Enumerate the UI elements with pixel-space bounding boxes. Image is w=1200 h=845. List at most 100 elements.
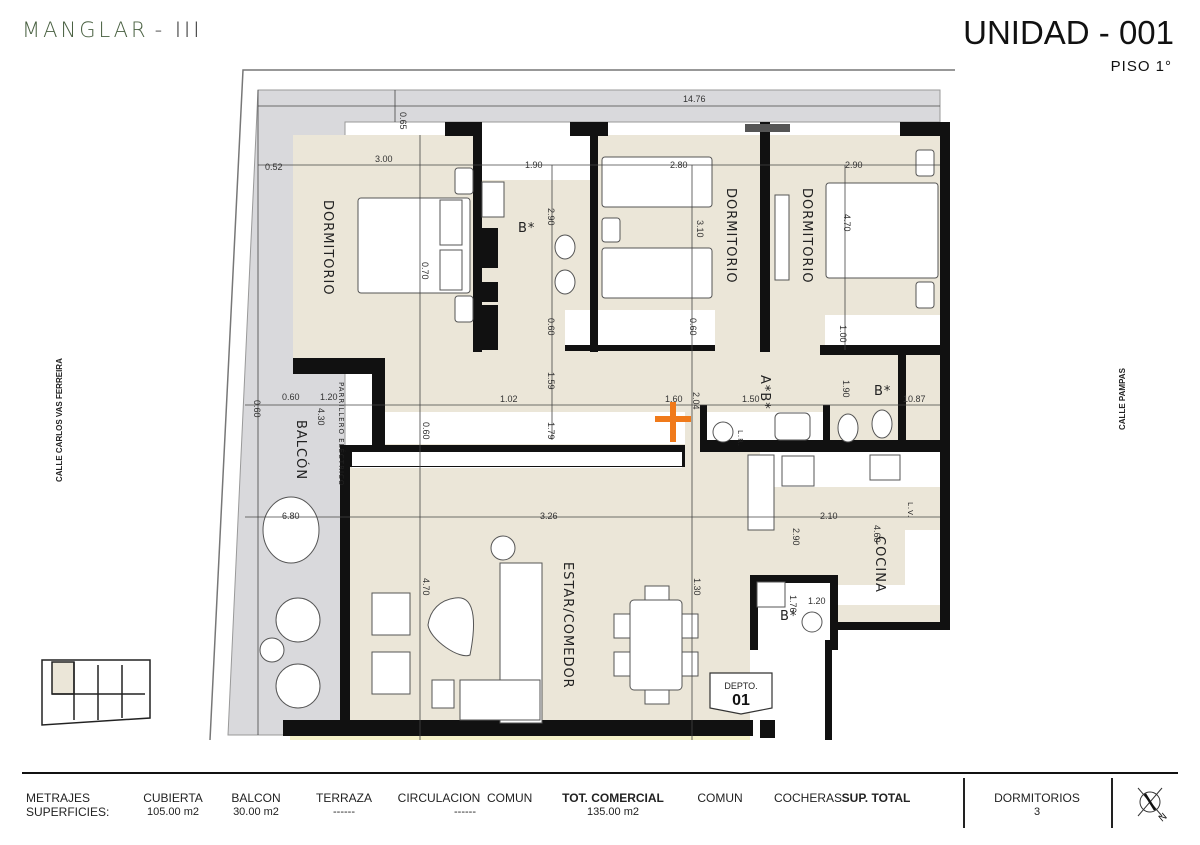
dim-label: 6.80 bbox=[282, 511, 300, 521]
laundry-label: L.R. bbox=[736, 430, 744, 447]
room-labels: DORMITORIO DORMITORIO DORMITORIO B* A*B*… bbox=[293, 188, 914, 689]
col-label: COMUN bbox=[697, 791, 743, 805]
dim-label: 2.90 bbox=[546, 208, 556, 226]
sink bbox=[481, 181, 505, 218]
dim-label: 2.90 bbox=[845, 160, 863, 170]
sink bbox=[774, 412, 811, 441]
dim-label: 1.60 bbox=[665, 394, 683, 404]
dim-label: 0.65 bbox=[398, 112, 408, 130]
room-label-dormitorio-2: DORMITORIO bbox=[723, 188, 738, 284]
toilet bbox=[712, 421, 734, 443]
col-label: CUBIERTA bbox=[143, 791, 203, 805]
dim-label: 1.50 bbox=[742, 394, 760, 404]
dim-label: 1.76 bbox=[788, 595, 798, 613]
room-label-dormitorio-3: DORMITORIO bbox=[799, 188, 814, 284]
room-label-dormitorio-1: DORMITORIO bbox=[320, 200, 335, 296]
grill-label: PARRILLERO ELÉCTRICO bbox=[337, 382, 346, 486]
toilet bbox=[801, 611, 823, 633]
footer-separator bbox=[1111, 778, 1113, 828]
dim-label: 1.02 bbox=[500, 394, 518, 404]
balcony-table bbox=[262, 496, 320, 564]
dim-label: 0.52 bbox=[265, 162, 283, 172]
toilet bbox=[554, 234, 576, 260]
col-label: DORMITORIOS bbox=[994, 791, 1080, 805]
col-circulacion: CIRCULACION COMUN------ bbox=[392, 791, 538, 819]
stove bbox=[781, 455, 815, 487]
armchair bbox=[371, 592, 411, 636]
kitchen-shelf bbox=[835, 585, 940, 605]
dimension-lines bbox=[245, 90, 940, 740]
dim-label: 4.70 bbox=[421, 578, 431, 596]
kitchen-island bbox=[747, 454, 775, 531]
street-right: CALLE PAMPAS bbox=[1118, 367, 1127, 430]
dim-label: 3.26 bbox=[540, 511, 558, 521]
brand-name: MANGLAR bbox=[22, 18, 149, 42]
col-comun: COMUN bbox=[690, 791, 750, 805]
bidet bbox=[554, 269, 576, 295]
key-plan-icon bbox=[41, 659, 151, 726]
col-value: ------ bbox=[333, 806, 355, 818]
nightstand bbox=[454, 167, 474, 195]
side-table bbox=[490, 535, 516, 561]
col-label: TOT. COMERCIAL bbox=[562, 791, 664, 805]
dim-label: 1.79 bbox=[546, 422, 556, 440]
dim-label: 2.04 bbox=[691, 392, 701, 410]
superficies-label: SUPERFICIES: bbox=[26, 805, 110, 819]
wardrobe bbox=[774, 194, 790, 281]
double-bed bbox=[825, 182, 939, 279]
room-label-kitchen: COCINA bbox=[872, 536, 887, 593]
footer-separator bbox=[963, 778, 965, 828]
floor-label: PISO 1° bbox=[1110, 58, 1172, 75]
dim-label: 1.20 bbox=[808, 596, 826, 606]
coffee-table bbox=[427, 597, 475, 657]
closet-area bbox=[475, 135, 595, 180]
dim-label: 0.70 bbox=[420, 262, 430, 280]
brand-logo: MANGLAR- III bbox=[22, 18, 202, 42]
fridge bbox=[905, 530, 940, 590]
dim-label: 2.90 bbox=[791, 528, 801, 546]
col-value: 3 bbox=[1033, 806, 1041, 818]
dim-label: 4.60 bbox=[872, 525, 882, 543]
col-cocheras: COCHERAS bbox=[770, 791, 846, 805]
dim-label: 1.00 bbox=[838, 325, 848, 343]
dim-label: 1.90 bbox=[525, 160, 543, 170]
room-label-bath: B* bbox=[518, 221, 535, 236]
dim-label: 1.59 bbox=[546, 372, 556, 390]
room-label-bath: B* bbox=[874, 384, 891, 399]
col-label: SUP. TOTAL bbox=[841, 791, 911, 805]
north-compass-icon: N bbox=[1137, 787, 1170, 824]
footer-row-labels: METRAJES SUPERFICIES: bbox=[26, 791, 109, 819]
dim-label: 1.90 bbox=[841, 380, 851, 398]
col-terraza: TERRAZA------ bbox=[312, 791, 376, 819]
kitchen-sink bbox=[869, 454, 901, 481]
compass-north-letter: N bbox=[1157, 811, 1170, 824]
dim-label: 4.30 bbox=[316, 408, 326, 426]
footer-divider bbox=[22, 772, 1178, 774]
col-label: COCHERAS bbox=[773, 791, 842, 805]
dim-label: 4.70 bbox=[842, 214, 852, 232]
room-label-bath: B* bbox=[780, 609, 797, 624]
dim-label: 0.60 bbox=[688, 318, 698, 336]
room-label-living: ESTAR/COMEDOR bbox=[560, 562, 575, 689]
dim-label: 0.60 bbox=[252, 400, 262, 418]
bidet bbox=[837, 413, 859, 443]
col-value: 30.00 m2 bbox=[233, 806, 279, 818]
dim-label: 0.60 bbox=[546, 318, 556, 336]
unit-plate-label: DEPTO. bbox=[724, 681, 757, 691]
col-value: 135.00 m2 bbox=[587, 806, 639, 818]
dim-label: 0.60 bbox=[282, 392, 300, 402]
dim-label: 0.60 bbox=[421, 422, 431, 440]
watermark-logo bbox=[655, 402, 691, 442]
dim-label: 2.10 bbox=[820, 511, 838, 521]
facade-strip bbox=[290, 735, 750, 740]
single-bed bbox=[601, 156, 713, 208]
col-value: ------ bbox=[454, 806, 476, 818]
col-label: TERRAZA bbox=[315, 791, 372, 805]
room-label-balcony: BALCÓN bbox=[293, 420, 309, 480]
site-boundary bbox=[209, 69, 955, 741]
metrajes-label: METRAJES bbox=[26, 791, 91, 805]
